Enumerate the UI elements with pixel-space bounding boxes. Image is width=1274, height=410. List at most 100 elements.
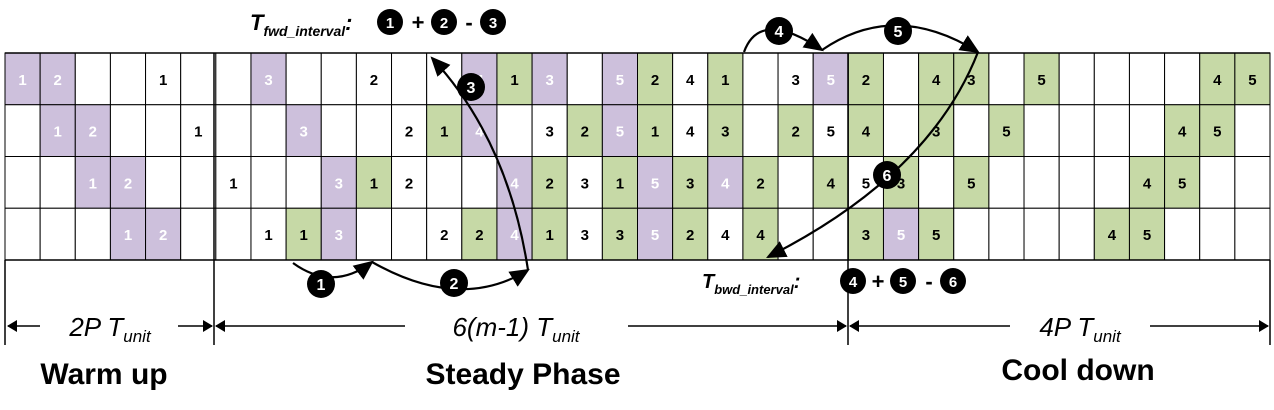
cell-label: 1 — [545, 227, 553, 244]
schedule-cell — [74, 52, 111, 106]
cell-label: 5 — [862, 175, 870, 192]
schedule-cell — [391, 207, 428, 261]
schedule-cell — [988, 156, 1025, 209]
cell-label: 3 — [791, 72, 799, 89]
schedule-cell — [285, 156, 322, 209]
schedule-cell: 1 — [496, 52, 533, 106]
schedule-cell: 3 — [672, 156, 709, 209]
schedule-cell: 1 — [250, 207, 287, 261]
cell-label: 1 — [18, 72, 26, 89]
cell-label: 1 — [651, 124, 659, 141]
schedule-cell: 5 — [637, 207, 674, 261]
schedule-cell — [180, 52, 217, 106]
schedule-cell — [1164, 207, 1201, 261]
cell-label: 3 — [545, 124, 553, 141]
schedule-cell: 5 — [812, 104, 849, 157]
cell-label: 5 — [1037, 72, 1045, 89]
schedule-cell — [742, 104, 779, 157]
cell-label: 3 — [300, 124, 308, 141]
schedule-cell — [461, 156, 498, 209]
schedule-cell: 5 — [953, 156, 990, 209]
cell-label: 5 — [932, 227, 940, 244]
fwd-op-minus: - — [465, 10, 472, 35]
schedule-cell — [882, 104, 920, 157]
cell-label: 4 — [1108, 227, 1117, 244]
phase-title-cooldown: Cool down — [1001, 354, 1154, 387]
cell-label: 1 — [721, 72, 729, 89]
cell-label: 3 — [581, 227, 589, 244]
cell-label: 4 — [721, 175, 730, 192]
schedule-cell — [1128, 52, 1166, 106]
cell-label: 2 — [159, 227, 167, 244]
schedule-cell: 5 — [637, 156, 674, 209]
fwd-term-2: 2 — [431, 9, 457, 35]
cell-label: 4 — [686, 72, 695, 89]
schedule-cell: 5 — [918, 207, 955, 261]
cell-label: 5 — [1248, 72, 1256, 89]
schedule-cell: 1 — [74, 156, 111, 209]
svg-text:2: 2 — [440, 15, 448, 32]
cell-label: 2 — [545, 175, 553, 192]
schedule-cell — [988, 207, 1025, 261]
cell-label: 5 — [967, 175, 975, 192]
schedule-cell: 4 — [918, 52, 955, 106]
svg-text:3: 3 — [489, 15, 497, 32]
cell-label: 2 — [89, 124, 97, 141]
marker-4: 4 — [765, 17, 793, 45]
svg-text:3: 3 — [467, 80, 476, 97]
schedule-cell: 3 — [320, 156, 357, 209]
fwd-op-plus: + — [412, 10, 425, 35]
fwd-term-1: 1 — [377, 9, 403, 35]
cell-label: 1 — [440, 124, 448, 141]
cell-label: 3 — [264, 72, 272, 89]
schedule-cell — [215, 207, 252, 261]
cell-label: 1 — [159, 72, 167, 89]
schedule-cell — [1058, 52, 1095, 106]
schedule-cell — [1234, 156, 1271, 209]
schedule-cell — [4, 156, 41, 209]
schedule-cell — [953, 104, 990, 157]
cell-label: 3 — [967, 72, 975, 89]
bwd-term-5: 5 — [890, 268, 916, 294]
schedule-cell — [1058, 104, 1095, 157]
schedule-cell — [1199, 156, 1236, 209]
schedule-cell: 3 — [531, 52, 568, 106]
schedule-cell: 2 — [39, 52, 76, 106]
cell-label: 2 — [54, 72, 62, 89]
marker-2: 2 — [440, 269, 468, 297]
schedule-cell: 4 — [847, 104, 884, 157]
schedule-cell: 3 — [285, 104, 322, 157]
cell-label: 2 — [686, 227, 694, 244]
schedule-cell: 2 — [109, 156, 147, 209]
schedule-cell: 4 — [496, 207, 533, 261]
svg-text:6: 6 — [949, 274, 957, 291]
cell-label: 4 — [862, 124, 871, 141]
schedule-cell: 1 — [4, 52, 41, 106]
schedule-cell — [882, 52, 920, 106]
schedule-cell — [426, 156, 463, 209]
cell-label: 1 — [89, 175, 97, 192]
cell-label: 2 — [581, 124, 589, 141]
schedule-cell — [1093, 104, 1130, 157]
schedule-cell — [109, 104, 147, 157]
schedule-cell: 2 — [426, 207, 463, 261]
schedule-cell: 3 — [953, 52, 990, 106]
svg-text:2: 2 — [450, 276, 459, 293]
cell-label: 2 — [405, 175, 413, 192]
cell-label: 1 — [264, 227, 272, 244]
schedule-cell: 1 — [285, 207, 322, 261]
cell-label: 2 — [124, 175, 132, 192]
cell-label: 2 — [756, 175, 764, 192]
bwd-term-4: 4 — [840, 268, 866, 294]
cell-label: 4 — [721, 227, 730, 244]
schedule-cell — [355, 104, 393, 157]
schedule-cell — [1234, 104, 1271, 157]
schedule-cell: 5 — [601, 104, 638, 157]
cell-label: 4 — [827, 175, 836, 192]
schedule-cell — [285, 52, 322, 106]
schedule-cell — [180, 207, 217, 261]
cell-label: 4 — [1178, 124, 1187, 141]
schedule-cell: 2 — [847, 52, 884, 106]
cell-label: 3 — [616, 227, 624, 244]
svg-text:6: 6 — [883, 168, 892, 185]
